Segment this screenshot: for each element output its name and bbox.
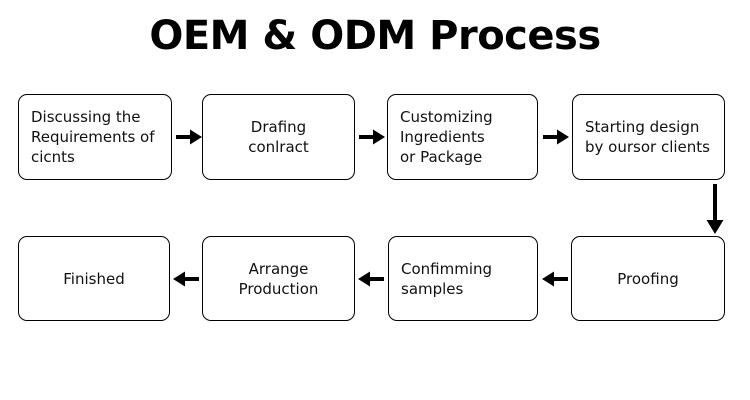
arrow-right-icon-step3-step4 (543, 126, 569, 148)
flow-node-step-2[interactable]: Drafing conlract (202, 94, 355, 180)
arrow-down-icon-step4-step5 (703, 184, 727, 234)
flow-node-label: Confimming samples (401, 259, 493, 298)
flow-node-label: Discussing the Requirements of cicnts (31, 108, 155, 166)
flow-node-label: Arrange Production (238, 259, 319, 298)
flow-node-label: Proofing (617, 269, 679, 288)
flow-node-step-4[interactable]: Starting design by oursor clients (572, 94, 725, 180)
flow-node-step-5[interactable]: Proofing (571, 236, 725, 321)
arrow-right-icon-step2-step3 (359, 126, 385, 148)
flow-node-label: Customizing Ingredients or Package (400, 108, 493, 166)
flow-node-label: Starting design by oursor clients (585, 118, 710, 156)
arrow-left-icon-step6-step7 (358, 268, 384, 290)
page-title: OEM & ODM Process (149, 13, 601, 59)
flow-node-label: Finished (63, 269, 125, 288)
flow-node-step-8[interactable]: Finished (18, 236, 170, 321)
flow-node-step-7[interactable]: Arrange Production (202, 236, 355, 321)
arrow-right-icon-step1-step2 (176, 126, 202, 148)
flow-node-step-6[interactable]: Confimming samples (388, 236, 538, 321)
flow-node-label: Drafing conlract (248, 118, 309, 156)
arrow-left-icon-step5-step6 (542, 268, 568, 290)
flow-node-step-1[interactable]: Discussing the Requirements of cicnts (18, 94, 172, 180)
flow-node-step-3[interactable]: Customizing Ingredients or Package (387, 94, 538, 180)
arrow-left-icon-step7-step8 (173, 268, 199, 290)
